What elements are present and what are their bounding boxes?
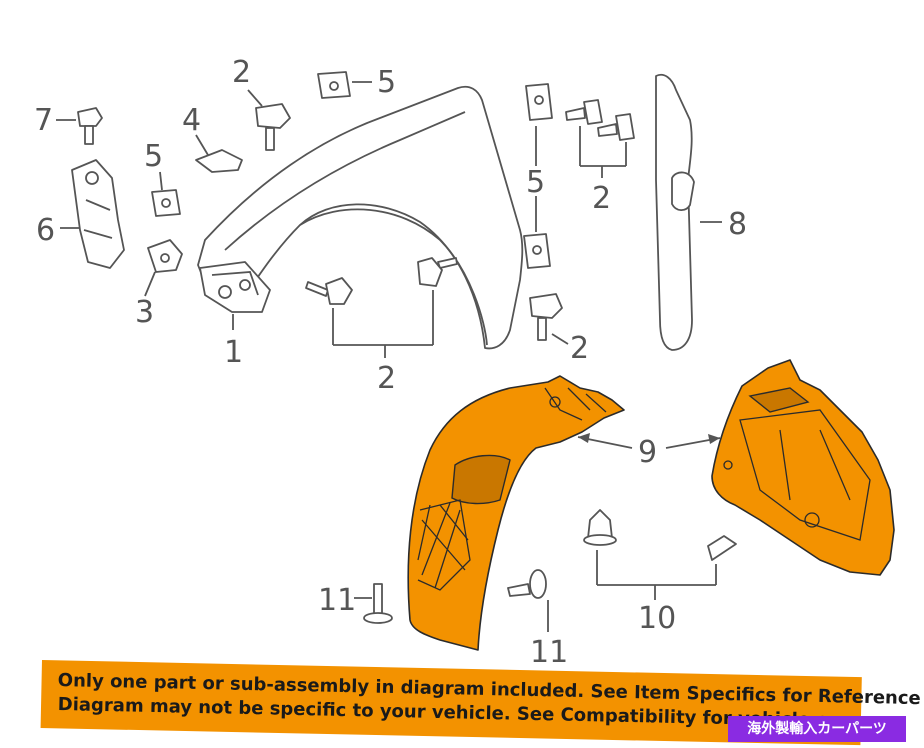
nut-part-5-top [317, 71, 372, 99]
callout-8: 8 [728, 207, 747, 242]
clips-part-10 [583, 509, 737, 600]
callout-9: 9 [638, 435, 657, 470]
callout-1: 1 [224, 335, 243, 370]
fender-panel [197, 85, 524, 350]
callout-7: 7 [34, 103, 53, 138]
callout-2-center: 2 [377, 361, 396, 396]
callout-11-right: 11 [530, 635, 568, 670]
clip-part-4 [195, 134, 243, 173]
leader-part-9 [577, 433, 721, 449]
fender-liner-right [711, 359, 895, 576]
callout-5-center: 5 [526, 165, 545, 200]
bracket-part-6 [60, 159, 125, 269]
callout-10: 10 [638, 601, 676, 636]
fender-bolts-part-2 [305, 257, 458, 358]
pin-part-11-left [354, 583, 393, 624]
callout-6: 6 [36, 213, 55, 248]
callout-2-top: 2 [232, 55, 251, 90]
molding-part-8 [655, 73, 722, 351]
callout-4: 4 [182, 103, 201, 138]
callout-5-left: 5 [144, 139, 163, 174]
pin-part-11-right [507, 569, 549, 632]
bolt-part-7 [56, 107, 103, 145]
callout-5-top: 5 [377, 65, 396, 100]
fender-bracket-part-1 [199, 261, 271, 330]
bolt-part-2-top [247, 89, 291, 151]
bolts-part-2-right [565, 99, 635, 178]
nut-part-5-left [151, 171, 181, 217]
bolt-part-2-lower [529, 293, 569, 345]
callout-2-right: 2 [592, 181, 611, 216]
callout-2-lower: 2 [570, 331, 589, 366]
fender-liner-left [407, 375, 625, 651]
seller-badge: 海外製輸入カーパーツ [728, 716, 906, 742]
callout-3: 3 [135, 295, 154, 330]
nuts-part-5-center [523, 83, 553, 269]
block-part-3 [144, 239, 183, 297]
callout-11-left: 11 [318, 583, 356, 618]
